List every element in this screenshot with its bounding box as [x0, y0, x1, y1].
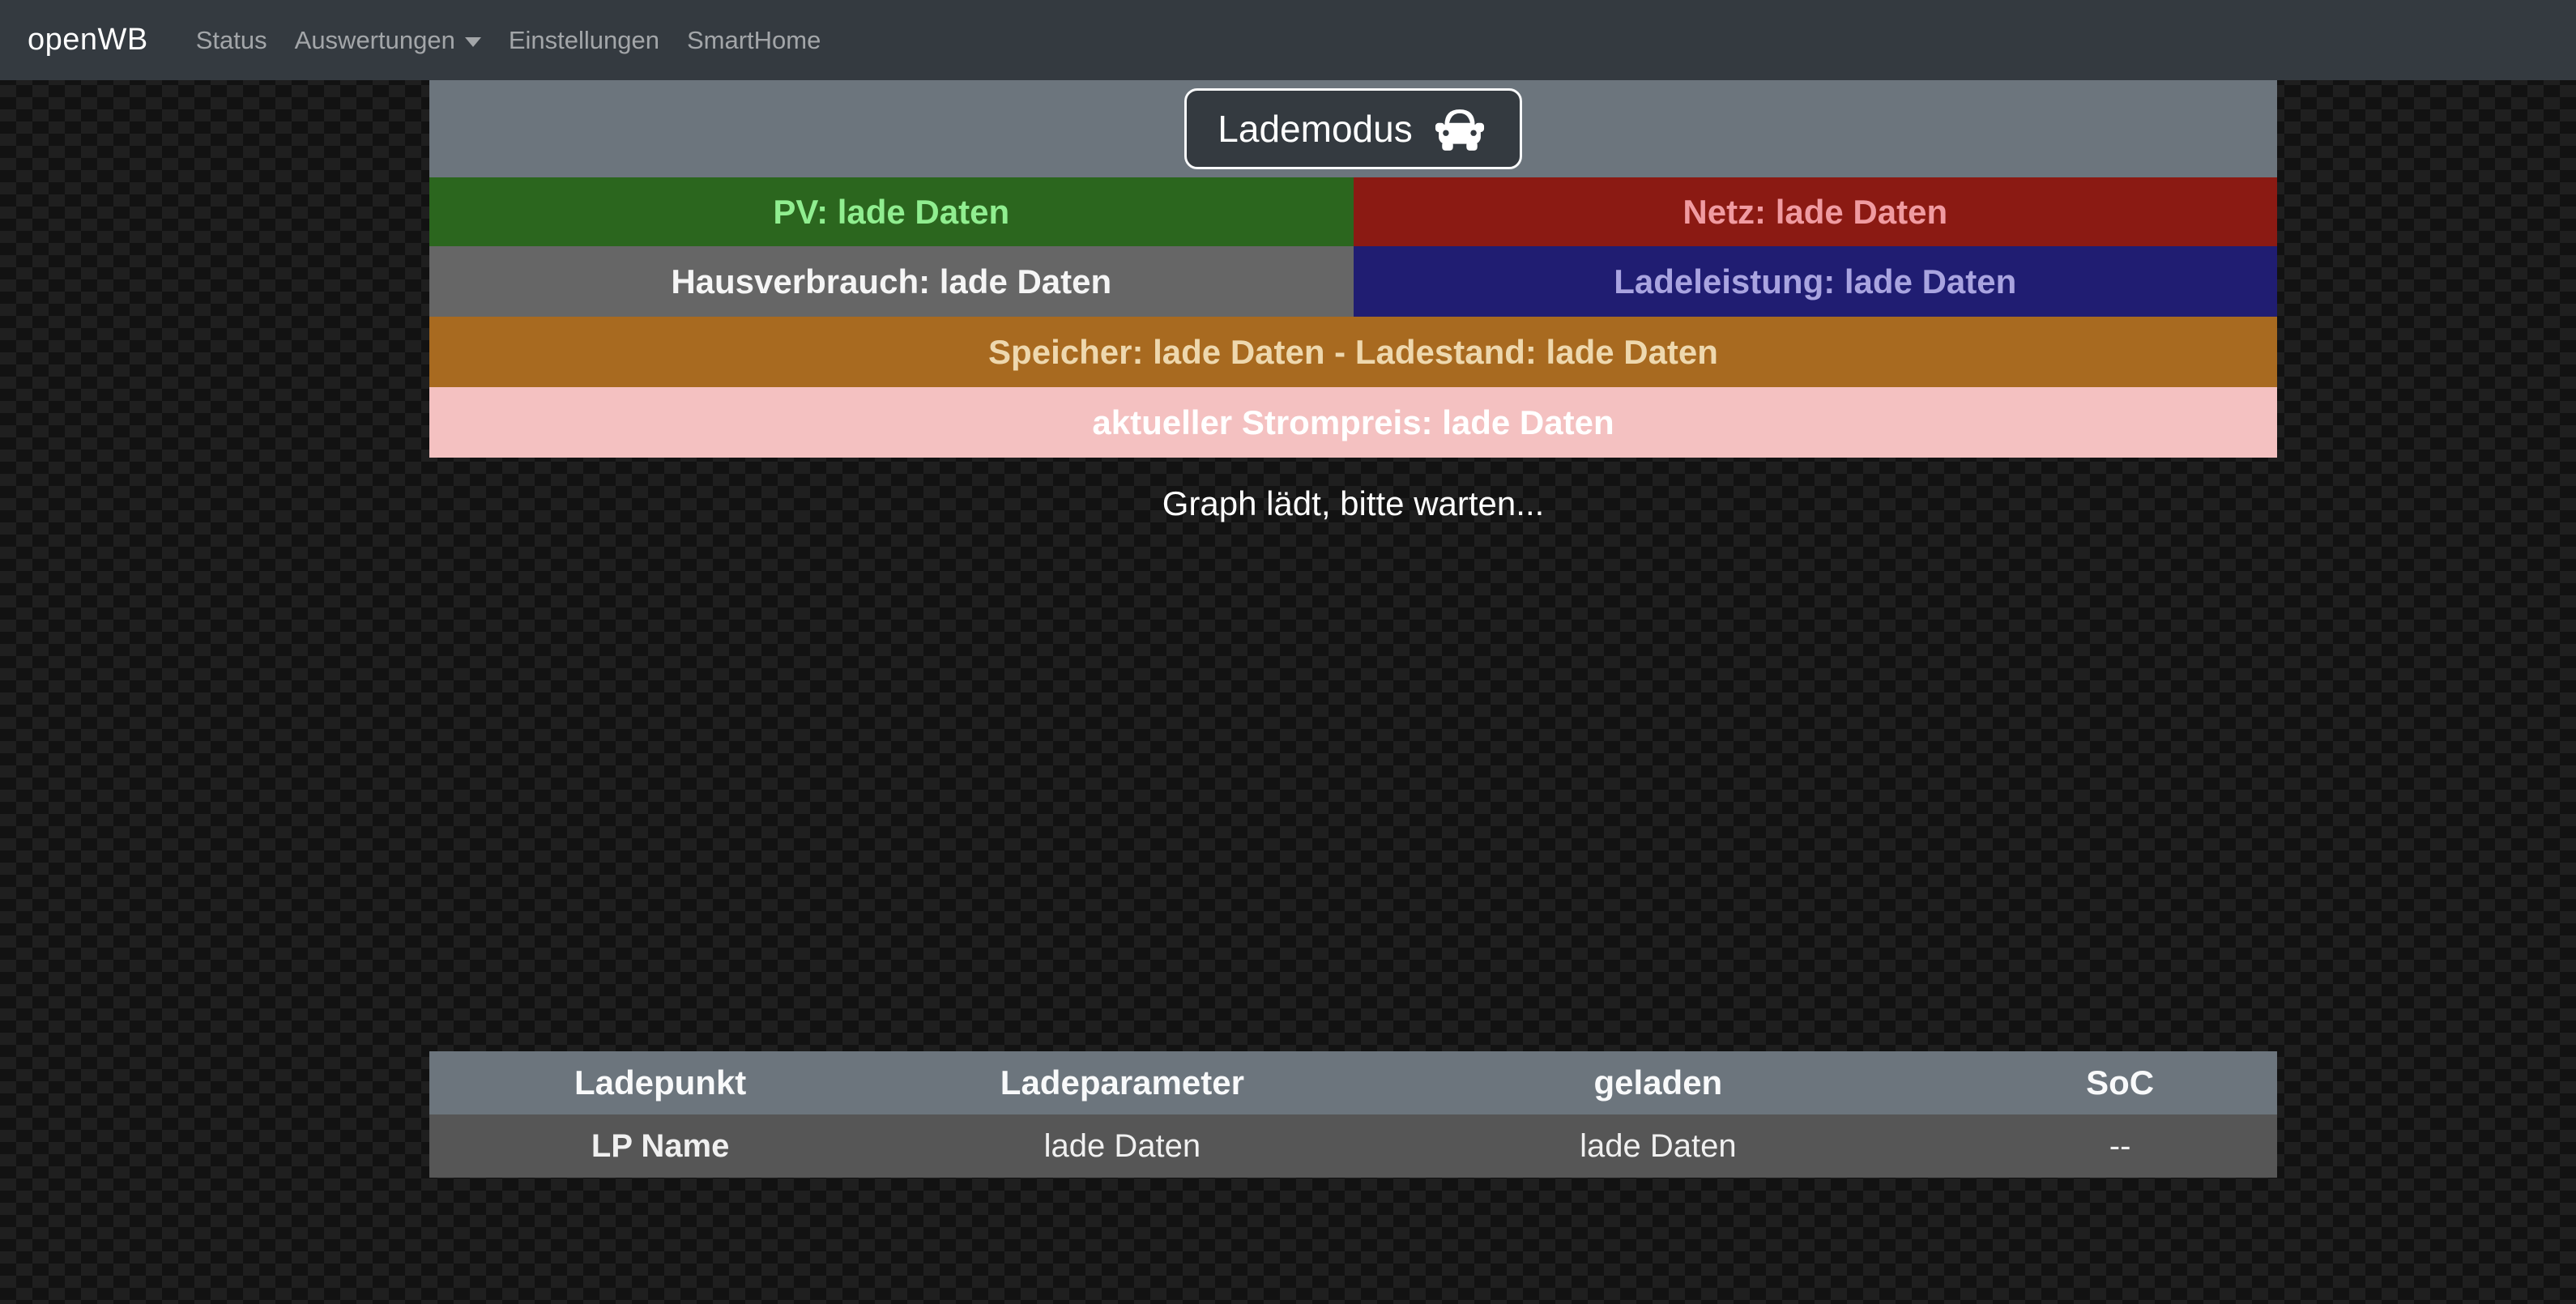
charge-power-bar: Ladeleistung: lade Daten	[1354, 246, 2278, 317]
nav-item-auswertungen-label: Auswertungen	[295, 26, 455, 55]
grid-status-bar: Netz: lade Daten	[1354, 177, 2278, 246]
nav-item-smarthome[interactable]: SmartHome	[673, 26, 834, 55]
status-row-2: Hausverbrauch: lade Daten Ladeleistung: …	[429, 246, 2277, 317]
dashboard: Lademodus PV: lade Daten Netz: lade Date…	[429, 80, 2277, 523]
chevron-down-icon	[465, 37, 481, 47]
top-navbar: openWB Status Auswertungen Einstellungen…	[0, 0, 2576, 80]
lademodus-label: Lademodus	[1218, 107, 1412, 151]
column-header-soc: SoC	[1963, 1063, 2277, 1102]
battery-status-bar: Speicher: lade Daten - Ladestand: lade D…	[429, 317, 2277, 387]
table-header-row: Ladepunkt Ladeparameter geladen SoC	[429, 1051, 2277, 1114]
brand-openwb[interactable]: openWB	[28, 23, 148, 58]
panel-header: Lademodus	[429, 80, 2277, 177]
nav-links: Status Auswertungen Einstellungen SmartH…	[182, 26, 835, 55]
nav-item-einstellungen[interactable]: Einstellungen	[495, 26, 673, 55]
column-header-geladen: geladen	[1354, 1063, 1964, 1102]
nav-item-status[interactable]: Status	[182, 26, 281, 55]
pv-status-bar: PV: lade Daten	[429, 177, 1354, 246]
table-row: LP Name lade Daten lade Daten --	[429, 1114, 2277, 1178]
graph-loading-message: Graph lädt, bitte warten...	[429, 484, 2277, 523]
chargepoint-table: Ladepunkt Ladeparameter geladen SoC LP N…	[429, 1051, 2277, 1178]
column-header-ladeparameter: Ladeparameter	[891, 1063, 1353, 1102]
price-status-bar: aktueller Strompreis: lade Daten	[429, 387, 2277, 458]
cell-soc: --	[1963, 1128, 2277, 1165]
cell-ladepunkt-name: LP Name	[429, 1128, 891, 1165]
nav-item-auswertungen[interactable]: Auswertungen	[281, 26, 495, 55]
cell-ladeparameter: lade Daten	[891, 1128, 1353, 1165]
column-header-ladepunkt: Ladepunkt	[429, 1063, 891, 1102]
cell-geladen: lade Daten	[1354, 1128, 1964, 1165]
lademodus-button[interactable]: Lademodus	[1184, 88, 1521, 169]
house-consumption-bar: Hausverbrauch: lade Daten	[429, 246, 1354, 317]
status-row-1: PV: lade Daten Netz: lade Daten	[429, 177, 2277, 246]
car-icon	[1431, 105, 1489, 152]
